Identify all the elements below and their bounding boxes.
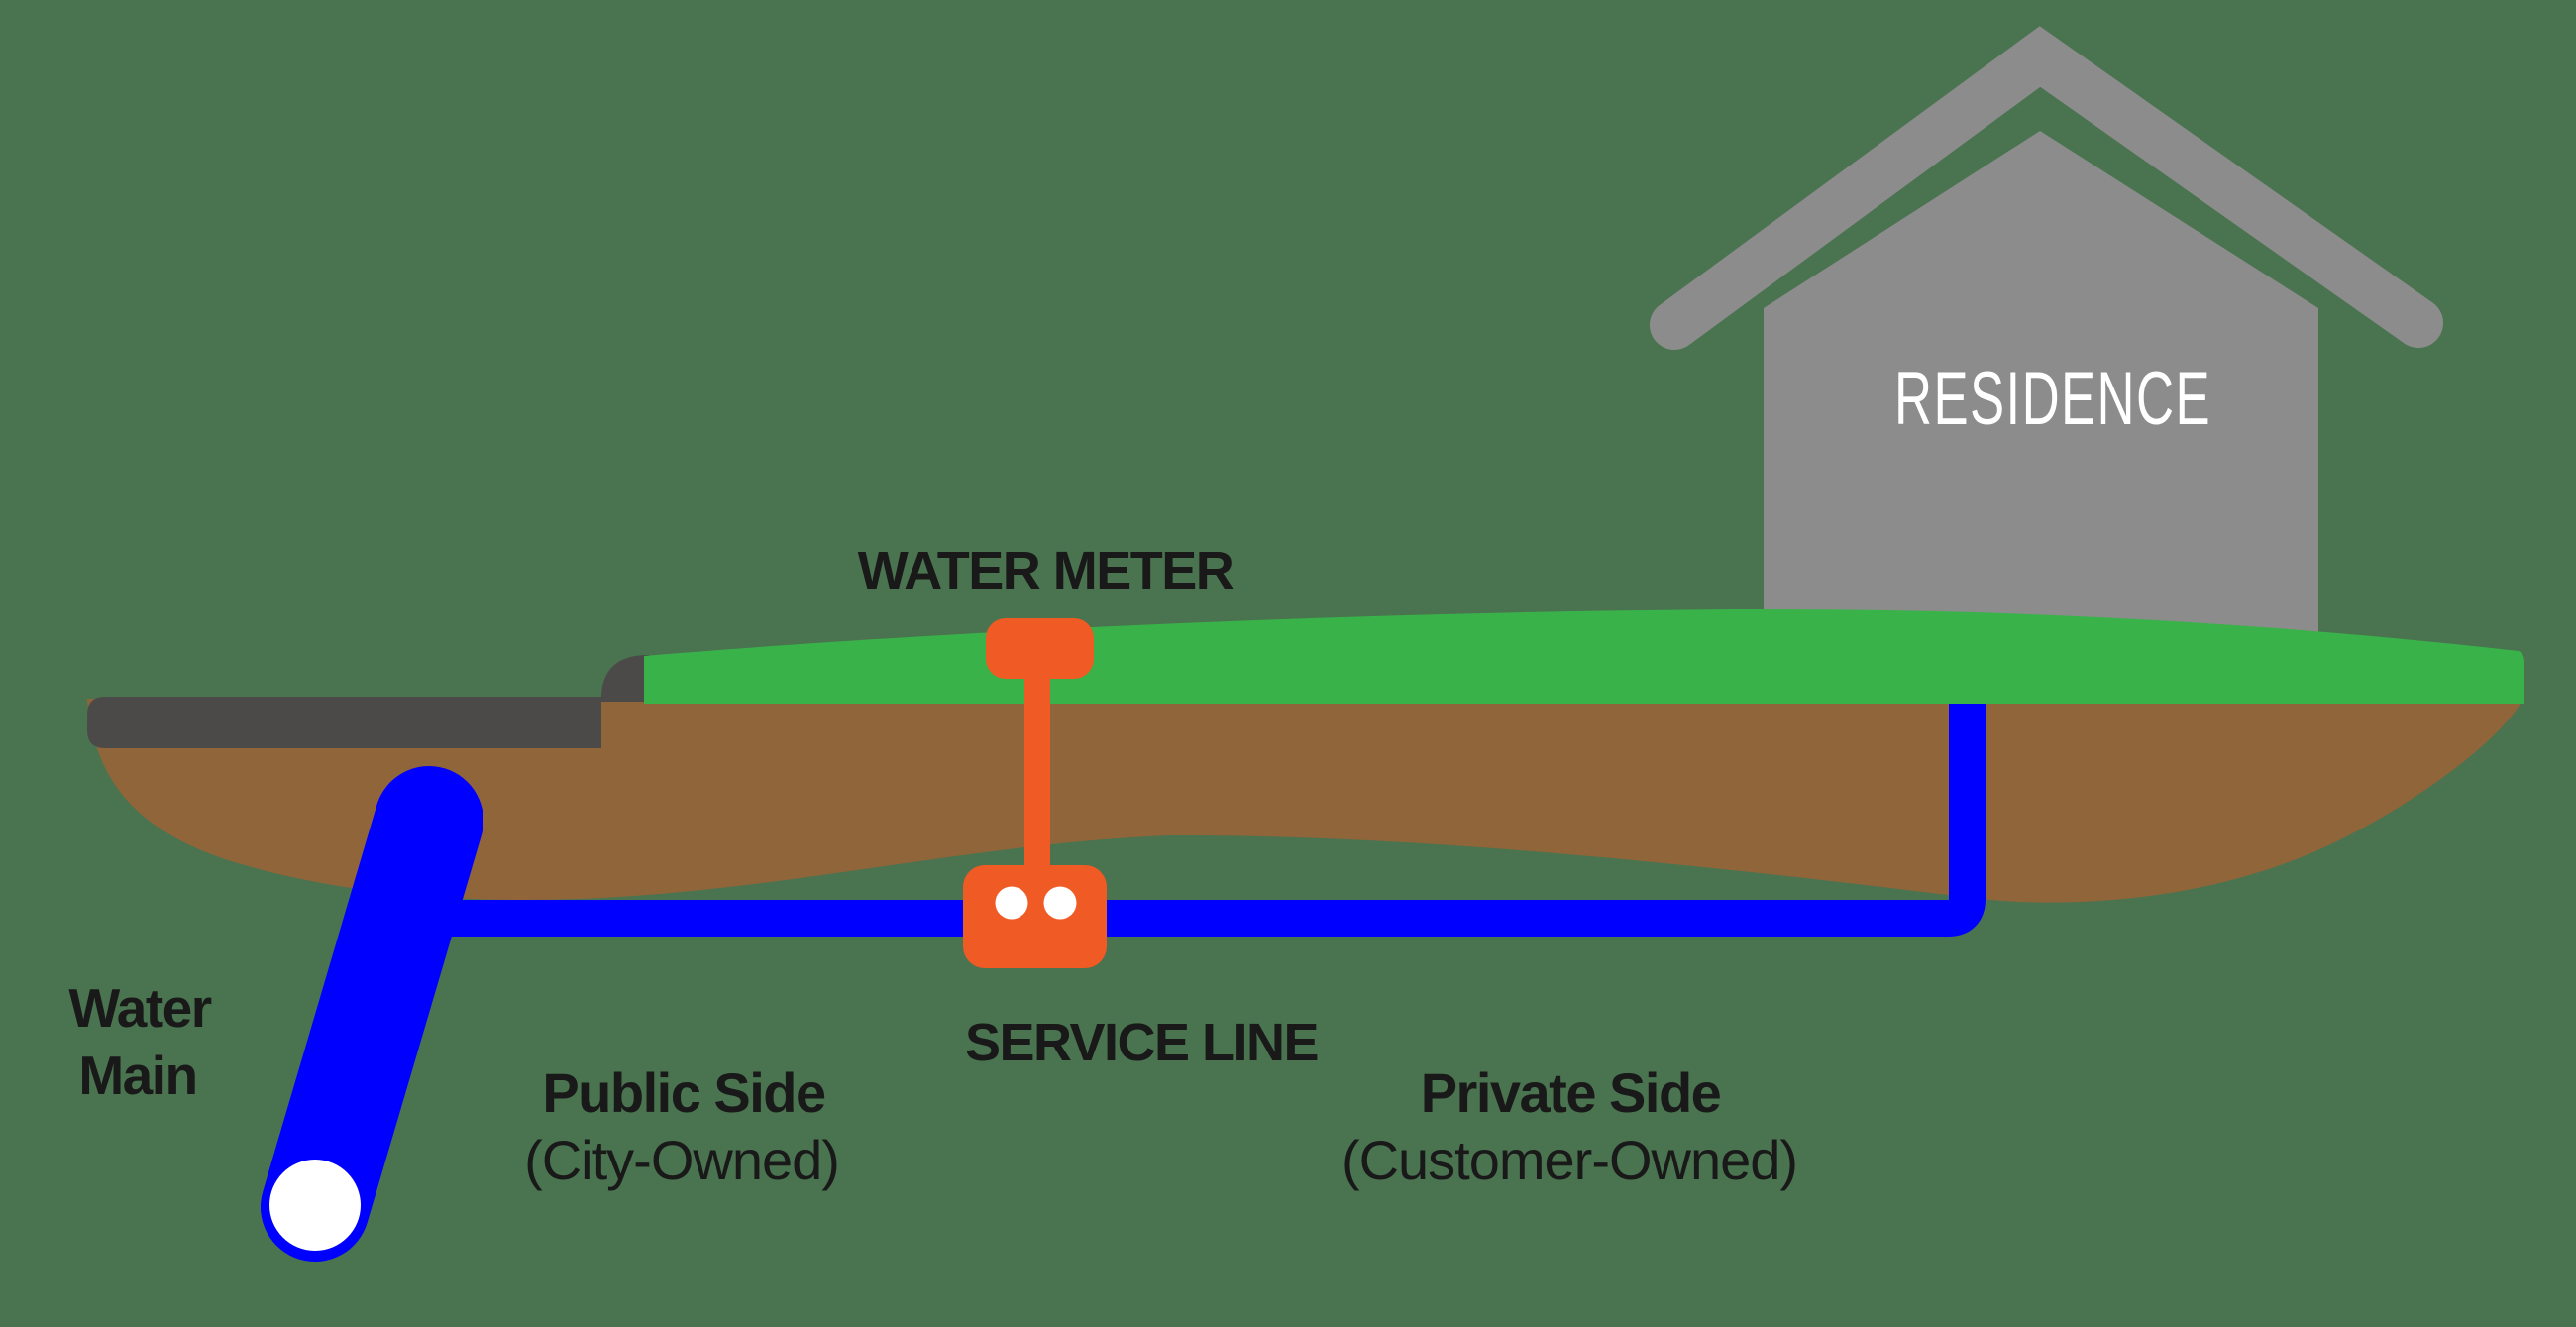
public-side-sublabel: (City-Owned) xyxy=(524,1129,839,1191)
diagram-labels: WATER METER SERVICE LINE Water Main Publ… xyxy=(68,541,1798,1191)
water-meter-label: WATER METER xyxy=(858,541,1234,601)
water-main-label-line1: Water xyxy=(68,977,211,1039)
service-line-label: SERVICE LINE xyxy=(965,1013,1318,1072)
house-wall xyxy=(1764,131,2318,642)
water-main-pipe xyxy=(261,766,483,1262)
house-roof xyxy=(1650,26,2443,350)
private-side-sublabel: (Customer-Owned) xyxy=(1342,1129,1797,1191)
grass xyxy=(644,608,2524,704)
meter-dot-right xyxy=(1043,886,1077,920)
meter-bottom-box xyxy=(963,865,1107,968)
curb xyxy=(601,655,649,702)
residence-house: RESIDENCE xyxy=(1650,26,2443,642)
private-side-label: Private Side xyxy=(1421,1061,1721,1124)
service-line-pipe xyxy=(426,700,1986,937)
public-side-label: Public Side xyxy=(542,1061,825,1124)
water-main-label-line2: Main xyxy=(78,1045,196,1106)
residence-label: RESIDENCE xyxy=(1894,357,2211,441)
meter-dot-left xyxy=(995,886,1028,920)
meter-top-box xyxy=(986,618,1094,679)
road xyxy=(87,697,601,748)
water-main-body xyxy=(261,766,483,1262)
meter-stem xyxy=(1024,654,1050,882)
water-meter-assembly xyxy=(963,618,1107,968)
soil xyxy=(87,699,2522,903)
water-main-opening xyxy=(269,1160,361,1251)
